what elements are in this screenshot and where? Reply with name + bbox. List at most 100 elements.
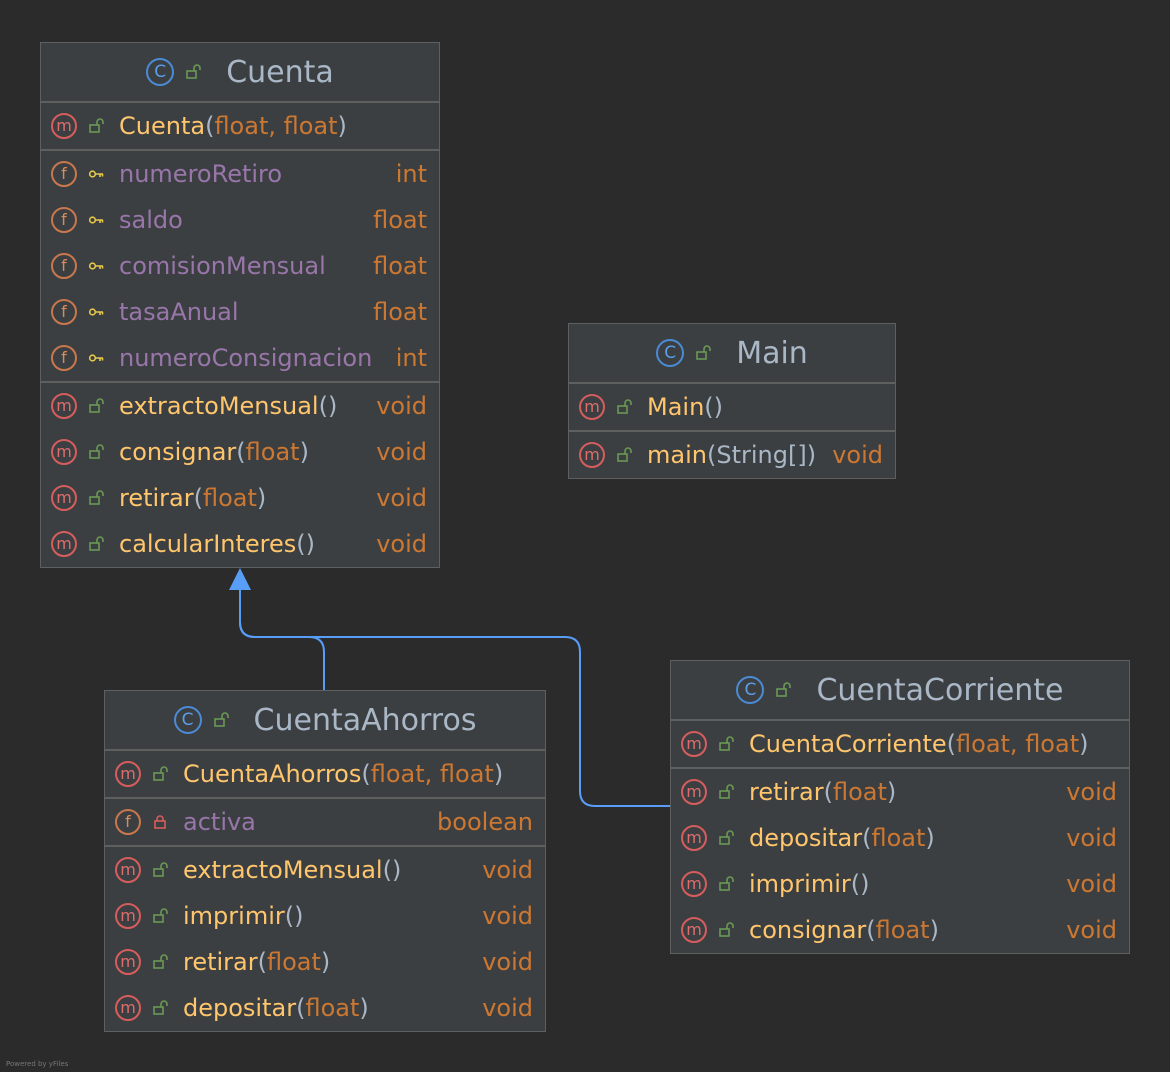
constructor-row[interactable]: m CuentaCorriente(float, float) [671, 721, 1129, 767]
paren-close: ) [925, 824, 935, 852]
constructor-row[interactable]: m Cuenta(float, float) [41, 103, 439, 149]
public-icon [613, 444, 635, 466]
class-icon: C [146, 58, 175, 86]
field-name: tasaAnual [119, 298, 239, 326]
paren-close: ) [337, 112, 347, 140]
method-row[interactable]: m consignar(float) void [41, 429, 439, 475]
public-icon [149, 763, 171, 785]
field-icon: f [51, 299, 77, 325]
field-name: saldo [119, 206, 183, 234]
method-row[interactable]: m extractoMensual() void [105, 847, 545, 893]
paren-close: ) [886, 778, 897, 806]
public-icon [715, 781, 737, 803]
method-row[interactable]: m retirar(float) void [671, 769, 1129, 815]
method-params: float [833, 778, 887, 806]
method-row[interactable]: m imprimir() void [671, 861, 1129, 907]
field-row[interactable]: f numeroRetiro int [41, 151, 439, 197]
constructor-params: float, float [370, 760, 494, 788]
class-name: Main [736, 335, 808, 371]
method-row[interactable]: m retirar(float) void [105, 939, 545, 985]
paren-close: ) [359, 994, 369, 1022]
constructor-name: Cuenta [119, 112, 206, 140]
class-name: Cuenta [226, 54, 334, 90]
method-row[interactable]: m retirar(float) void [41, 475, 439, 521]
paren-close: ) [327, 392, 338, 420]
field-row[interactable]: f numeroConsignacion int [41, 335, 439, 381]
method-name: depositar [183, 994, 297, 1022]
method-params: float [871, 824, 926, 852]
return-type: void [482, 994, 533, 1022]
field-row[interactable]: f saldo float [41, 197, 439, 243]
protected-key-icon [85, 301, 107, 323]
return-type: void [376, 530, 427, 558]
static-method-icon: m [579, 442, 605, 468]
field-type: int [395, 344, 427, 372]
method-row[interactable]: m consignar(float) void [671, 907, 1129, 953]
return-type: void [376, 484, 427, 512]
class-cuentacorriente[interactable]: C CuentaCorriente m CuentaCorriente(floa… [670, 660, 1130, 954]
field-row[interactable]: f comisionMensual float [41, 243, 439, 289]
class-icon: C [736, 676, 765, 704]
method-row[interactable]: m depositar(float) void [105, 985, 545, 1031]
field-row[interactable]: f activa boolean [105, 799, 545, 845]
class-main[interactable]: C Main m Main() m main(String[]) void [568, 323, 896, 479]
method-icon: m [115, 995, 141, 1021]
paren-open: ( [318, 392, 328, 420]
method-icon: m [115, 903, 141, 929]
method-icon: m [579, 394, 605, 420]
method-params: float [203, 484, 257, 512]
return-type: void [832, 441, 883, 469]
paren-open: ( [823, 778, 833, 806]
method-name: retirar [119, 484, 194, 512]
public-icon [715, 919, 737, 941]
paren-open: ( [361, 760, 371, 788]
public-icon [85, 395, 107, 417]
field-type: float [373, 252, 427, 280]
constructors-section: m CuentaAhorros(float, float) [105, 751, 545, 799]
field-type: int [395, 160, 427, 188]
method-name: imprimir [183, 902, 285, 930]
method-icon: m [681, 917, 707, 943]
method-icon: m [681, 731, 707, 757]
method-row[interactable]: m extractoMensual() void [41, 383, 439, 429]
class-name: CuentaAhorros [253, 702, 477, 738]
method-icon: m [681, 825, 707, 851]
field-row[interactable]: f tasaAnual float [41, 289, 439, 335]
method-params: float [245, 438, 300, 466]
paren-open: ( [236, 438, 246, 466]
return-type: void [482, 902, 533, 930]
method-name: extractoMensual [119, 392, 319, 420]
public-icon [715, 873, 737, 895]
paren-open: ( [382, 856, 392, 884]
method-name: calcularInteres [119, 530, 297, 558]
constructor-row[interactable]: m Main() [569, 384, 895, 430]
constructor-name: CuentaCorriente [749, 730, 947, 758]
methods-section: m extractoMensual() void m consignar(flo… [41, 383, 439, 567]
method-name: consignar [119, 438, 237, 466]
constructor-row[interactable]: m CuentaAhorros(float, float) [105, 751, 545, 797]
method-row[interactable]: m calcularInteres() void [41, 521, 439, 567]
paren-open: ( [205, 112, 215, 140]
method-row[interactable]: m depositar(float) void [671, 815, 1129, 861]
public-icon [85, 533, 107, 555]
class-cuenta[interactable]: C Cuenta m Cuenta(float, float) f numero… [40, 42, 440, 568]
constructor-params: float, float [956, 730, 1080, 758]
paren-close: ) [929, 916, 939, 944]
method-row[interactable]: m main(String[]) void [569, 432, 895, 478]
class-name: CuentaCorriente [816, 672, 1064, 708]
methods-section: m main(String[]) void [569, 432, 895, 478]
field-name: comisionMensual [119, 252, 326, 280]
runnable-class-icon: C [656, 339, 685, 367]
method-icon: m [115, 949, 141, 975]
paren-open: ( [257, 948, 267, 976]
paren-close: ) [294, 902, 304, 930]
public-icon [692, 342, 714, 364]
field-name: activa [183, 808, 256, 836]
return-type: void [1066, 778, 1117, 806]
public-icon [149, 951, 171, 973]
paren-close: ) [1079, 730, 1089, 758]
class-cuentaahorros[interactable]: C CuentaAhorros m CuentaAhorros(float, f… [104, 690, 546, 1032]
paren-open: ( [866, 916, 876, 944]
return-type: void [376, 392, 427, 420]
method-row[interactable]: m imprimir() void [105, 893, 545, 939]
